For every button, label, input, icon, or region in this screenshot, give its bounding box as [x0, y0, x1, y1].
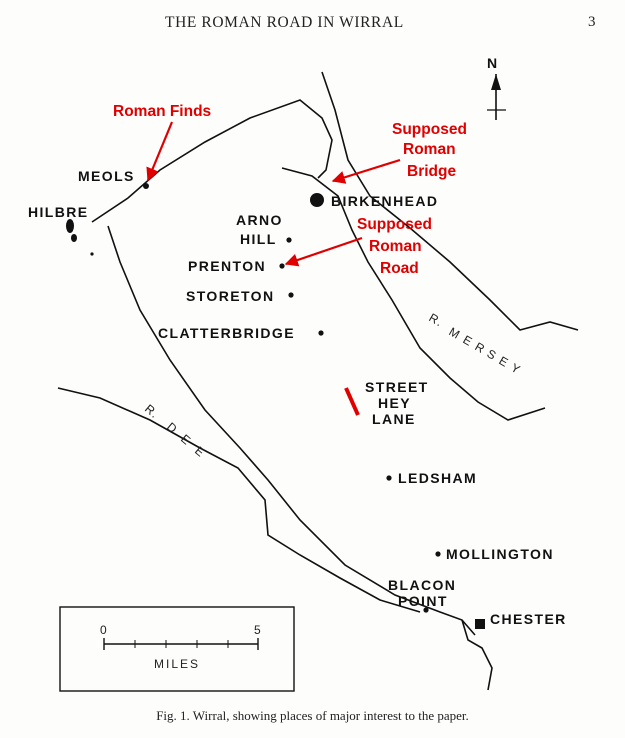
annotation-road-line2: Roman — [369, 238, 422, 255]
label-hilbre: HILBRE — [28, 204, 89, 220]
dee-letter: R. — [142, 402, 162, 422]
arno-hill-dot — [286, 237, 292, 243]
mersey-letter: E — [497, 353, 512, 370]
storeton-dot — [288, 292, 294, 298]
annotation-roman-finds: Roman Finds — [113, 103, 211, 120]
prenton-dot — [279, 263, 285, 269]
annotation-bridge-line3: Bridge — [407, 163, 456, 180]
mersey-west-shore — [281, 167, 546, 421]
label-hill: HILL — [240, 231, 277, 247]
mersey-letter: S — [485, 346, 500, 363]
meols-dot — [143, 183, 149, 189]
scale-unit: MILES — [154, 657, 200, 671]
annotation-road-line1: Supposed — [357, 216, 432, 233]
label-blacon: BLACON — [388, 577, 456, 593]
label-birkenhead: BIRKENHEAD — [331, 193, 438, 209]
scale-zero: 0 — [100, 623, 109, 637]
clatterbridge-dot — [318, 330, 324, 336]
mersey-east-shore — [321, 71, 579, 331]
scale-bar: 0 5 MILES — [59, 606, 295, 692]
label-lane: LANE — [372, 411, 416, 427]
page-number: 3 — [588, 14, 596, 30]
figure-caption: Fig. 1. Wirral, showing places of major … — [156, 708, 469, 723]
ledsham-dot — [386, 475, 392, 481]
mersey-letter: Y — [509, 360, 524, 377]
label-mollington: MOLLINGTON — [446, 546, 554, 562]
label-storeton: STORETON — [186, 288, 274, 304]
mersey-letter: R. — [427, 310, 446, 329]
roman-road-segment — [344, 387, 360, 416]
label-street: STREET — [365, 379, 429, 395]
page-header: THE ROMAN ROAD IN WIRRAL 3 — [0, 10, 625, 36]
river-dee-label: R. D E E — [142, 402, 208, 461]
mersey-letter: R — [473, 339, 488, 356]
chester-river — [461, 619, 493, 691]
label-clatterbridge: CLATTERBRIDGE — [158, 325, 295, 341]
running-title: THE ROMAN ROAD IN WIRRAL — [165, 14, 404, 31]
label-meols: MEOLS — [78, 168, 135, 184]
dee-letter: E — [178, 432, 194, 449]
river-mersey-label: R. M E R S E Y — [427, 310, 524, 377]
annotation-bridge-line2: Roman — [403, 141, 456, 158]
arrow-roman-road — [284, 236, 363, 267]
label-prenton: PRENTON — [188, 258, 266, 274]
label-arno: ARNO — [236, 212, 283, 228]
north-arrow-icon: N — [487, 55, 506, 120]
scale-five: 5 — [254, 623, 263, 637]
mollington-dot — [435, 551, 441, 557]
label-ledsham: LEDSHAM — [398, 470, 477, 486]
dee-coastline-east — [107, 225, 476, 636]
mersey-letter: E — [461, 332, 476, 349]
dee-letter: D — [164, 420, 180, 437]
dee-coastline-west — [57, 387, 421, 613]
chester-square — [475, 619, 485, 629]
birkenhead-dot — [310, 193, 324, 207]
label-point: POINT — [398, 593, 448, 609]
north-label: N — [487, 55, 499, 71]
label-hey: HEY — [378, 395, 411, 411]
annotation-bridge-line1: Supposed — [392, 121, 467, 138]
hilbre-islands — [66, 219, 94, 256]
label-chester: CHESTER — [490, 611, 567, 627]
arrow-roman-finds — [146, 121, 174, 182]
mersey-letter: M — [447, 324, 464, 342]
annotation-road-line3: Road — [380, 260, 419, 277]
arrow-roman-bridge — [331, 158, 401, 184]
blacon-point-dot — [423, 607, 429, 613]
dee-letter: E — [192, 444, 208, 461]
